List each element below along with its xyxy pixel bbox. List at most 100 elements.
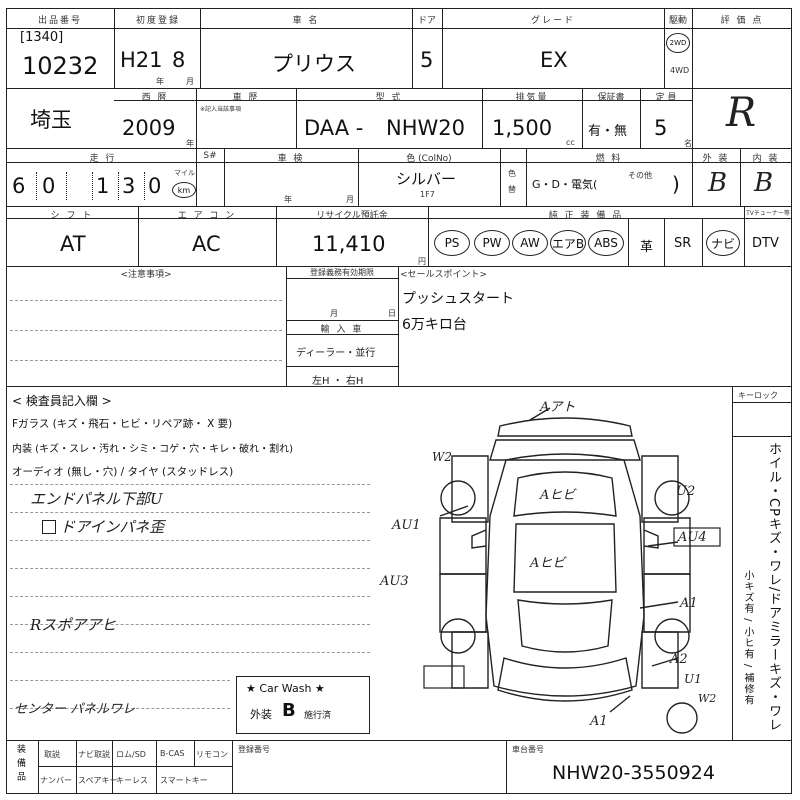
model-label: 型 式 <box>375 93 403 103</box>
footer-item: 取説 <box>44 750 60 759</box>
divider <box>286 320 398 321</box>
import-type: ディーラー・並行 <box>296 348 376 359</box>
equip-ps: PS <box>434 230 470 256</box>
divider <box>732 386 733 740</box>
carwash-post: 施行済 <box>304 711 332 721</box>
hand-box <box>42 520 56 534</box>
equip-leather: 革 <box>640 240 654 255</box>
history-sub: ※記入当該事項 <box>200 106 242 113</box>
lot-number: 10232 <box>22 52 99 80</box>
footer-item: スペアキー <box>78 776 118 785</box>
divider <box>428 206 429 266</box>
divider <box>640 88 641 148</box>
recycle: 11,410 <box>312 232 386 256</box>
recycle-unit: 円 <box>418 257 426 266</box>
equip-pw: PW <box>474 230 510 256</box>
divider <box>10 708 230 709</box>
color-no: 1F7 <box>420 190 435 199</box>
divider <box>10 484 370 485</box>
divider <box>112 740 113 794</box>
divider <box>232 740 233 794</box>
drive-4wd: 4WD <box>670 66 690 75</box>
drive-2wd: 2WD <box>666 33 690 53</box>
glass-line: Fガラス (キズ・飛石・ヒビ・リペア跡・ X 要) <box>12 418 233 430</box>
int-label: 内 装 <box>752 154 780 164</box>
reg-month-unit: 月 <box>186 77 194 86</box>
footer-item: B-CAS <box>160 749 185 758</box>
sales-point: 6万キロ台 <box>402 317 467 333</box>
car-diagram <box>423 407 721 734</box>
equip-abs: ABS <box>588 230 624 256</box>
divider <box>92 172 93 200</box>
vin-label: 車台番号 <box>512 745 544 754</box>
inspect-label: 車 検 <box>277 154 305 164</box>
cc-unit: cc <box>566 138 575 147</box>
divider <box>582 88 583 148</box>
region: 埼玉 <box>30 108 72 132</box>
lot-sub: [1340] <box>20 30 64 45</box>
sales-label: <セールスポイント> <box>400 270 488 280</box>
diagram-mark: A1 <box>590 714 608 729</box>
diagram-mark: U1 <box>684 672 702 686</box>
diagram-mark: AU3 <box>380 574 409 589</box>
reg-year-unit: 年 <box>156 77 164 86</box>
divider <box>6 266 792 267</box>
model-prefix: DAA - <box>304 116 364 140</box>
inspect-title: < 検査員記入欄 > <box>12 394 112 408</box>
footer-label: 装 備 品 <box>15 744 25 782</box>
divider <box>10 568 370 569</box>
lot-label: 出品番号 <box>37 16 82 26</box>
reg-expiry-month: 月 <box>330 309 338 318</box>
grade-label: グレード <box>530 16 575 26</box>
divider <box>10 680 230 681</box>
diagram-mark: A1 <box>680 596 698 611</box>
divider <box>664 218 665 266</box>
side-sub: 小キズ有 / 小ヒ有 / 補修有 <box>742 570 753 706</box>
divider <box>114 8 115 88</box>
footer-item: キーレス <box>116 776 148 785</box>
warranty: 有・無 <box>588 124 628 139</box>
auction-sheet <box>6 8 792 794</box>
divider <box>194 740 195 766</box>
ac-label: エ ア コ ン <box>177 211 237 221</box>
divider <box>286 334 398 335</box>
caution-label: <注意事項> <box>120 270 172 280</box>
divider <box>664 8 665 88</box>
diagram-mark: W2 <box>432 450 452 464</box>
divider <box>10 624 370 625</box>
inspect-year: 年 <box>284 195 292 204</box>
divider <box>398 266 399 386</box>
fuel-label: 燃 料 <box>595 154 623 164</box>
color-change: 色 替 <box>508 169 516 194</box>
audio-line: オーディオ (無し・穴) / タイヤ (スタッドレス) <box>12 466 234 478</box>
divider <box>732 436 792 437</box>
divider <box>200 8 201 88</box>
reg-expiry-day: 日 <box>388 309 396 318</box>
handle: 左H ・ 右H <box>312 376 364 387</box>
hand-note: Rスポアアヒ <box>30 616 117 634</box>
door-label: ドア <box>417 16 436 26</box>
chk-label: S# <box>203 151 217 161</box>
recycle-label: リサイクル預託金 <box>316 211 388 221</box>
footer-item: ナンバー <box>40 776 72 785</box>
divider <box>6 386 792 387</box>
reg-era: H21 <box>120 48 163 72</box>
capacity-label: 定 員 <box>655 93 677 103</box>
vin: NHW20-3550924 <box>552 762 715 784</box>
history-label: 車 歴 <box>232 93 260 103</box>
divider <box>6 162 792 163</box>
carwash-grade: B <box>282 700 296 721</box>
fuel-other: その他 <box>628 171 652 180</box>
hand-note: エンドパネル下部U <box>30 490 163 508</box>
divider <box>628 218 629 266</box>
mileage-unit-mile: マイル <box>174 169 195 177</box>
int-score: B <box>754 168 774 198</box>
divider <box>6 218 792 219</box>
diagram-mark: Aヒビ <box>540 488 576 503</box>
capacity: 5 <box>654 116 668 140</box>
mileage-digit: 1 <box>96 174 110 198</box>
divider <box>6 148 792 149</box>
diagram-mark: W2 <box>698 692 717 705</box>
mileage-digit: 0 <box>42 174 56 198</box>
divider <box>412 8 413 88</box>
